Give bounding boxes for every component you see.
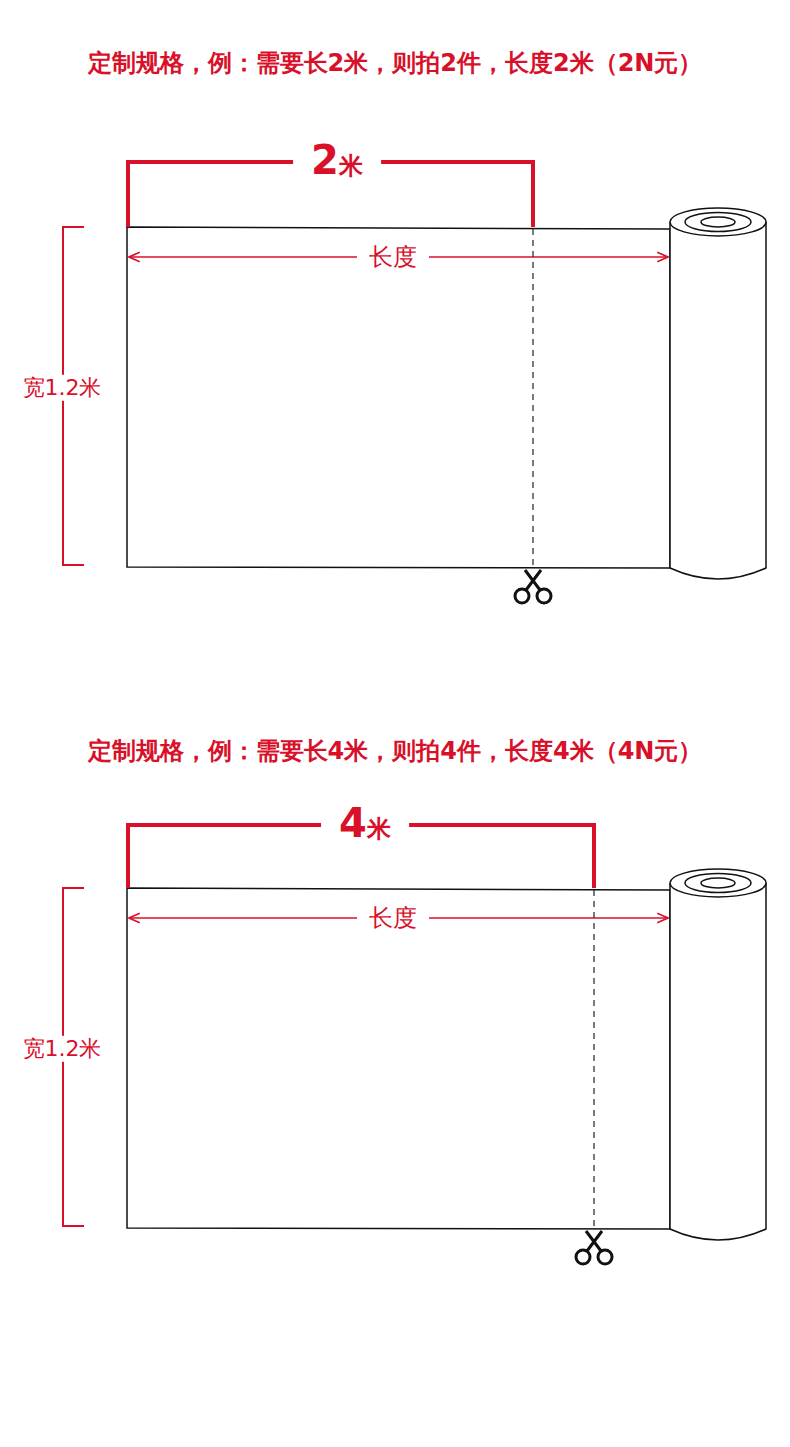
dimension-label: 长度 — [357, 904, 429, 933]
dimension-label: 2米 — [293, 136, 381, 184]
heading-note: 定制规格，例：需要长2米，则拍2件，长度2米（2N元） — [84, 49, 707, 78]
dimension-label: 长度 — [357, 243, 429, 272]
heading-note: 定制规格，例：需要长4米，则拍4件，长度4米（4N元） — [84, 737, 707, 766]
dimension-label: 4米 — [321, 799, 409, 847]
dimension-label: 宽1.2米 — [19, 1036, 106, 1062]
dimension-label: 宽1.2米 — [19, 375, 106, 401]
